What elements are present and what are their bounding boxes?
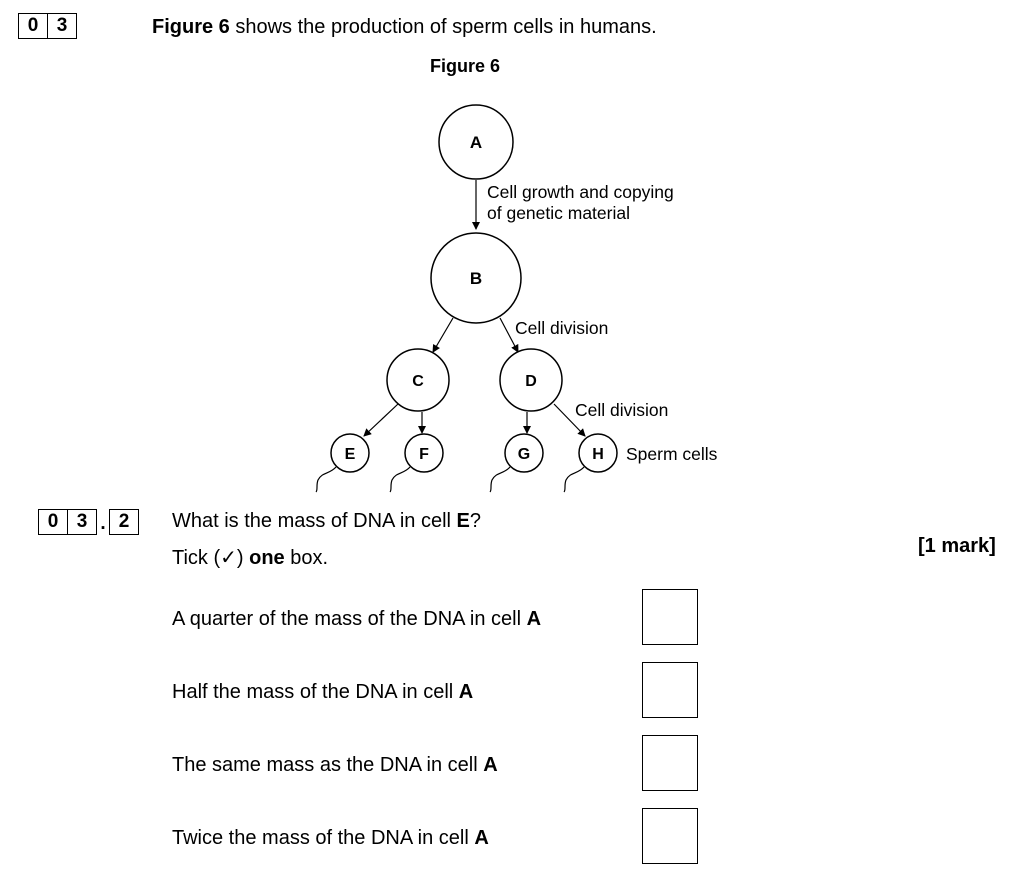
option-cell-ref: A (474, 827, 489, 849)
subquestion-number-box: 0 3 . 2 (38, 509, 139, 535)
growth-label-line1: Cell growth and copying (487, 182, 674, 202)
cell-division-diagram: A Cell growth and copying of genetic mat… (315, 104, 718, 493)
option-cell-ref: A (458, 681, 474, 703)
figure-caption: Figure 6 (430, 56, 501, 76)
option-label: Twice the mass of the DNA in cell (172, 827, 475, 849)
option-checkbox-same[interactable] (642, 735, 698, 791)
instruction-text: Tick (✓) one box. (172, 546, 328, 570)
option-text: A quarter of the mass of the DNA in cell… (172, 607, 541, 631)
cell-h-label: H (592, 446, 604, 463)
subquestion-dot: . (100, 513, 106, 534)
question-intro: Figure 6 shows the production of sperm c… (152, 15, 657, 39)
option-label: Half the mass of the DNA in cell (172, 681, 459, 703)
option-checkbox-twice[interactable] (642, 808, 698, 864)
arrow-b-to-c (432, 317, 454, 353)
question-cell-ref: E (456, 510, 470, 532)
instruction-pre: Tick ( (172, 547, 221, 569)
cell-d-label: D (525, 373, 537, 390)
subquestion-digit: 0 (38, 509, 68, 535)
intro-text: shows the production of sperm cells in h… (229, 16, 657, 38)
question-text-pre: What is the mass of DNA in cell (172, 510, 457, 532)
option-checkbox-quarter[interactable] (642, 589, 698, 645)
marks-label: [1 mark] (918, 535, 996, 557)
cell-g-label: G (518, 446, 530, 463)
arrow-c-to-e (363, 403, 399, 437)
option-label: The same mass as the DNA in cell (172, 754, 484, 776)
instruction-bold: one (249, 547, 285, 569)
cell-c-label: C (412, 373, 424, 390)
cell-f-label: F (419, 446, 429, 463)
arrow-b-to-d (499, 317, 519, 353)
sperm-cell-e (315, 433, 370, 493)
option-checkbox-half[interactable] (642, 662, 698, 718)
cell-d-circle (499, 348, 563, 412)
question-number-box: 0 3 (18, 13, 77, 39)
sperm-cell-f (389, 433, 444, 493)
subquestion-digit: 3 (67, 509, 97, 535)
sperm-cells-label: Sperm cells (626, 444, 718, 464)
figure-reference: Figure 6 (152, 16, 230, 38)
option-text: The same mass as the DNA in cell A (172, 753, 498, 777)
instruction-mid: ) (236, 547, 250, 569)
option-text: Half the mass of the DNA in cell A (172, 680, 473, 704)
tick-icon: ✓ (220, 547, 237, 569)
sperm-cell-g (489, 433, 544, 493)
option-cell-ref: A (526, 608, 542, 630)
arrow-d-to-h (553, 403, 586, 437)
cell-a-circle (438, 104, 514, 180)
cell-e-label: E (345, 446, 356, 463)
subquestion-digit: 2 (109, 509, 139, 535)
cell-c-circle (386, 348, 450, 412)
sperm-cell-h (563, 433, 618, 493)
cell-b-label: B (470, 269, 482, 288)
option-text: Twice the mass of the DNA in cell A (172, 826, 489, 850)
division-label-1: Cell division (515, 318, 608, 338)
option-label: A quarter of the mass of the DNA in cell (172, 608, 527, 630)
question-text-post: ? (469, 510, 482, 532)
question-number-digit: 3 (47, 13, 77, 39)
growth-label-line2: of genetic material (487, 203, 630, 223)
question-text: What is the mass of DNA in cell E? (172, 509, 481, 533)
cell-b-circle (430, 232, 522, 324)
instruction-post: box. (284, 547, 329, 569)
division-label-2: Cell division (575, 400, 668, 420)
cell-a-label: A (470, 133, 482, 152)
option-cell-ref: A (483, 754, 498, 776)
